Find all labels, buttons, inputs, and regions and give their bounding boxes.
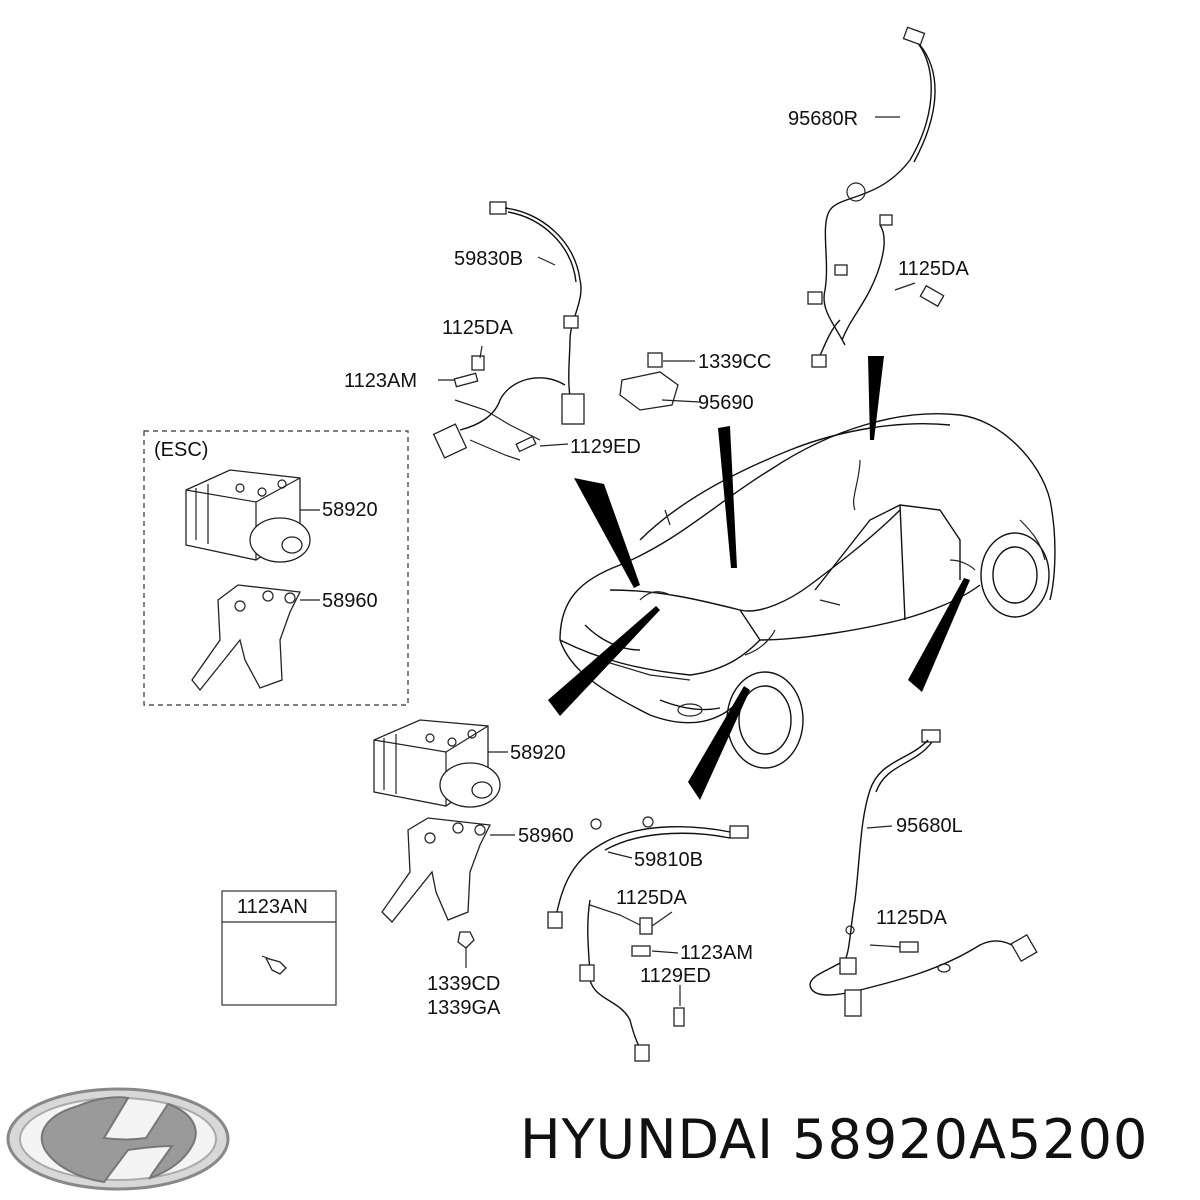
pointer-arrows (548, 356, 970, 800)
label-1125DA-front-right: 1125DA (616, 887, 687, 909)
label-1129ED-front-left: 1129ED (570, 436, 641, 458)
label-58920-esc: 58920 (322, 499, 378, 521)
label-59830B: 59830B (454, 248, 523, 270)
esc-group-box (143, 430, 409, 706)
label-1125DA-rear-left: 1125DA (876, 907, 947, 929)
label-58920: 58920 (510, 742, 566, 764)
label-1339GA: 1339GA (427, 997, 501, 1019)
rear-right-wheel-sensor (807, 26, 945, 368)
bracket (381, 817, 515, 968)
label-1339CC: 1339CC (698, 351, 771, 373)
label-95680L: 95680L (896, 815, 963, 837)
label-1339CD: 1339CD (427, 973, 500, 995)
bolt-1123AN-box (221, 890, 337, 1006)
esc-hydraulic-unit (185, 469, 320, 563)
yaw-sensor (619, 352, 701, 411)
hyundai-logo (6, 1087, 230, 1191)
rear-left-wheel-sensor (809, 729, 1038, 1017)
label-1125DA-rear-right: 1125DA (898, 258, 969, 280)
esc-title: (ESC) (154, 439, 208, 461)
label-59810B: 59810B (634, 849, 703, 871)
footer-caption: HYUNDAI 58920A5200 (520, 1108, 1190, 1171)
front-right-wheel-sensor (547, 816, 749, 1062)
front-left-wheel-sensor (432, 201, 585, 461)
label-1129ED-front-right: 1129ED (640, 965, 711, 987)
part-number: 58920A5200 (792, 1108, 1149, 1171)
label-1123AN: 1123AN (237, 896, 308, 918)
esc-bracket (191, 584, 320, 692)
label-1123AM-front-left: 1123AM (344, 370, 417, 392)
label-58960: 58960 (518, 825, 574, 847)
label-95680R: 95680R (788, 108, 858, 130)
hydraulic-unit (373, 719, 508, 808)
label-95690: 95690 (698, 392, 754, 414)
label-58960-esc: 58960 (322, 590, 378, 612)
brand-name: HYUNDAI (520, 1108, 775, 1171)
label-1125DA-front-left: 1125DA (442, 317, 513, 339)
label-1123AM-front-right: 1123AM (680, 942, 753, 964)
vehicle-outline (559, 413, 1056, 769)
